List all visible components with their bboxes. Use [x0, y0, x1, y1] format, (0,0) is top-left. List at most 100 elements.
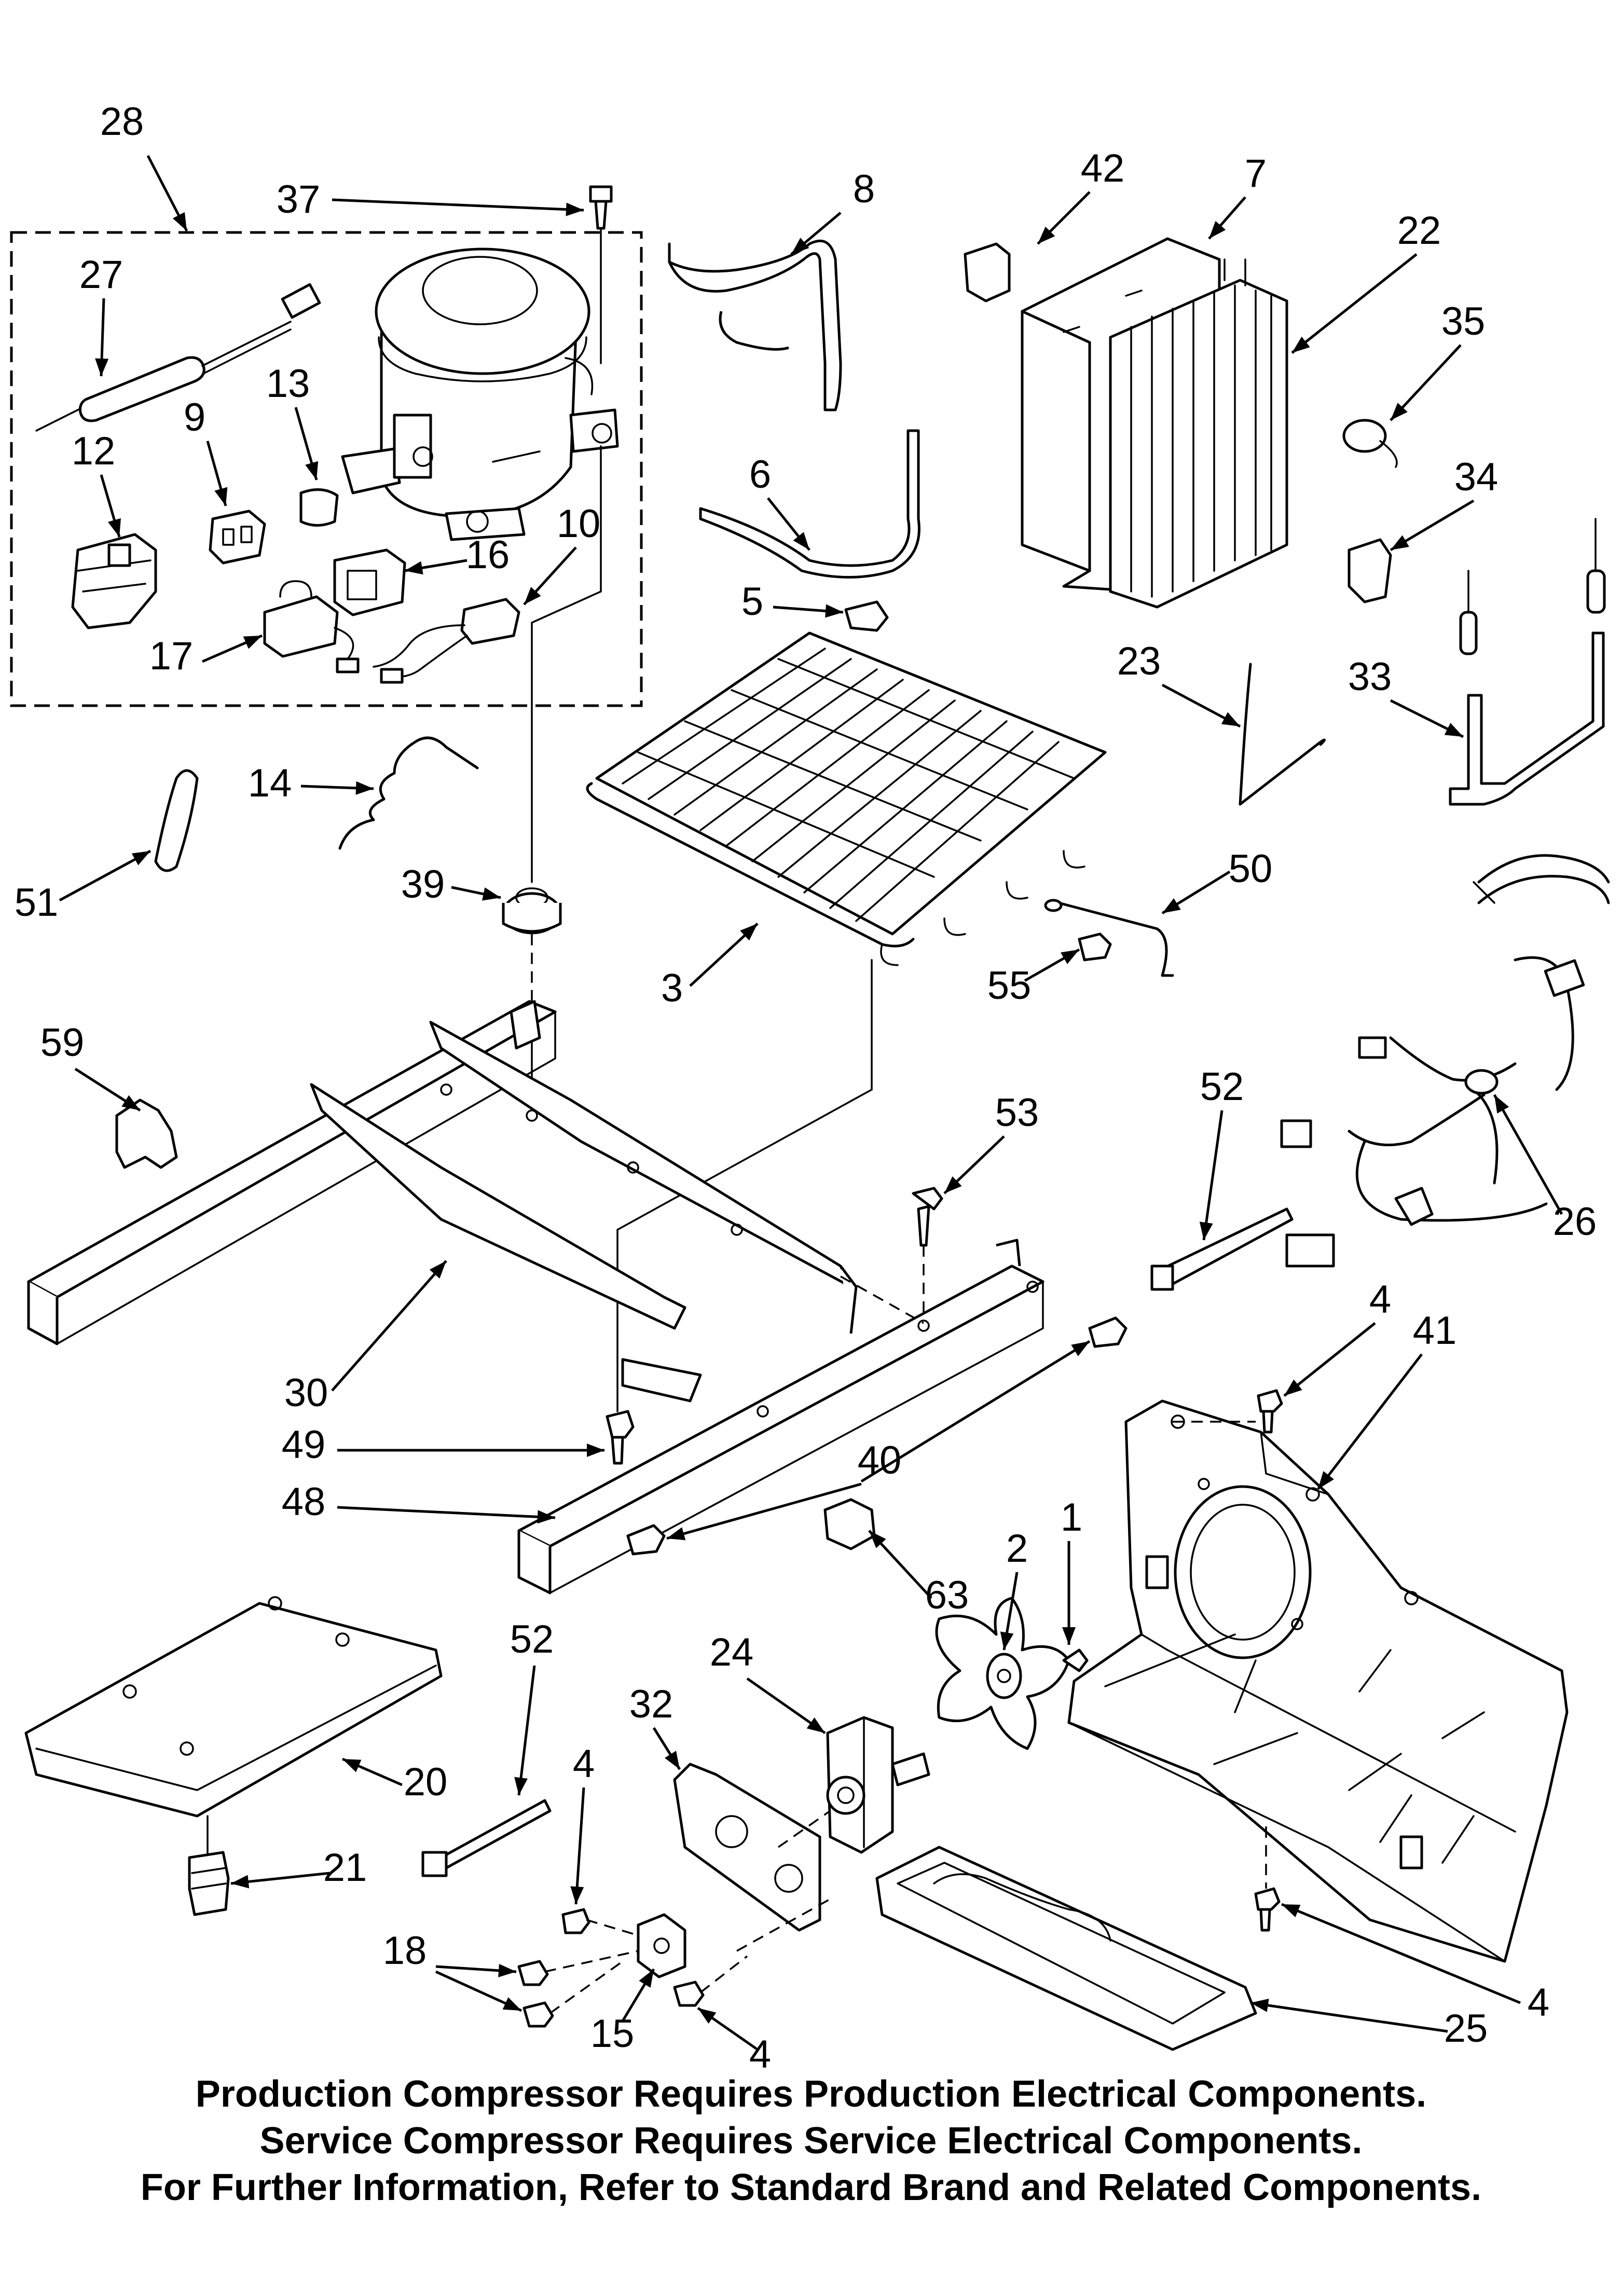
- arrowhead-4b: [570, 1886, 584, 1904]
- arrowhead-55: [1061, 950, 1079, 965]
- bracket-42: [964, 242, 1011, 303]
- arrowhead-21: [231, 1875, 250, 1889]
- fan-housing-41: [1067, 1399, 1569, 1963]
- arrowhead-25: [1250, 1999, 1269, 2012]
- leader-lines: [59, 155, 1563, 2051]
- terminal-cover: [299, 488, 339, 527]
- screw-40-lower: [626, 1524, 666, 1556]
- thermal-fuse-35: [1342, 419, 1398, 468]
- callout-48: 48: [282, 1480, 326, 1524]
- callout-42: 42: [1081, 146, 1125, 190]
- callout-14: 14: [248, 761, 292, 805]
- callout-10: 10: [557, 502, 601, 546]
- tube-8: [668, 239, 842, 411]
- callout-35: 35: [1441, 299, 1486, 343]
- clip-59: [115, 1098, 178, 1169]
- callout-55: 55: [987, 964, 1032, 1008]
- arrowhead-49: [587, 1443, 604, 1457]
- arrowhead-63: [869, 1531, 886, 1548]
- callout-28: 28: [100, 100, 144, 144]
- arrowhead-40a: [1071, 1341, 1090, 1356]
- arrowhead-52r: [1199, 1221, 1213, 1240]
- footnote-line-3: For Further Information, Refer to Standa…: [141, 2167, 1481, 2208]
- callout-39: 39: [401, 862, 445, 906]
- callout-53: 53: [995, 1091, 1039, 1135]
- callout-50: 50: [1229, 847, 1273, 891]
- arrowhead-59: [121, 1095, 140, 1110]
- arrowhead-17: [243, 636, 262, 649]
- arrowhead-42: [1038, 226, 1055, 244]
- arrowhead-37: [566, 202, 584, 216]
- cord-14: [338, 736, 479, 850]
- arrowhead-14: [355, 781, 374, 795]
- rail-48: [517, 1239, 1044, 1594]
- arrowhead-26: [1494, 1095, 1509, 1113]
- fan-motor-24: [826, 1716, 930, 1854]
- callout-32: 32: [629, 1682, 673, 1726]
- arrowhead-50: [1162, 898, 1181, 913]
- nut-63: [823, 1498, 876, 1550]
- callout-27: 27: [79, 253, 123, 297]
- tube-51: [154, 769, 199, 872]
- callout-51: 51: [15, 881, 59, 925]
- power-harness-26: [1280, 854, 1610, 1268]
- leader-4u: [1283, 1322, 1376, 1397]
- callout-8: 8: [853, 167, 875, 211]
- arrowhead-4d: [1282, 1904, 1301, 1917]
- callout-12: 12: [72, 429, 116, 473]
- arrowhead-18b: [502, 1997, 521, 2011]
- callout-15: 15: [590, 2012, 635, 2056]
- start-relay: [333, 548, 406, 616]
- screw-4-switch: [673, 1981, 705, 2007]
- arrowhead-51: [131, 851, 150, 865]
- screw-4-bracket: [561, 1908, 590, 1934]
- footnotes: Production Compressor Requires Productio…: [141, 2073, 1481, 2208]
- tube-6: [699, 429, 920, 579]
- arrowhead-8: [791, 238, 809, 254]
- arrowhead-18a: [498, 1963, 516, 1977]
- run-capacitor: [263, 580, 360, 673]
- callout-6: 6: [749, 452, 771, 497]
- callout-9: 9: [184, 395, 205, 439]
- leader-40b: [666, 1482, 862, 1540]
- screw-4-upper: [1257, 1389, 1283, 1434]
- callout-52-right: 52: [1200, 1065, 1244, 1109]
- compressor-kit-group-box: [10, 231, 643, 707]
- leader-52r: [1202, 1110, 1224, 1241]
- leader-52l: [517, 1665, 536, 1796]
- screw-37: [589, 185, 613, 230]
- motor-bracket-32: [673, 1763, 821, 1932]
- arrowhead-2: [1000, 1631, 1014, 1650]
- callout-23: 23: [1117, 639, 1161, 683]
- drier: [35, 283, 321, 432]
- arrowhead-1: [1062, 1627, 1076, 1645]
- arrowhead-34: [1391, 535, 1409, 550]
- tube-33: [1449, 518, 1606, 806]
- switch-15: [637, 1913, 686, 1978]
- callout-18: 18: [383, 1929, 427, 1973]
- arrowhead-53: [944, 1176, 962, 1193]
- leader-37: [332, 198, 584, 212]
- base-frame-30: [27, 1000, 858, 1403]
- screw-18-lower: [523, 2001, 554, 2028]
- screw-40-upper: [1088, 1316, 1128, 1348]
- arrowhead-13: [305, 461, 319, 480]
- compressor: [341, 248, 619, 541]
- clip-34: [1348, 538, 1392, 603]
- screw-53: [912, 1187, 943, 1247]
- arrowhead-48: [537, 1510, 555, 1524]
- arrowhead-4c: [698, 2008, 717, 2024]
- callout-49: 49: [282, 1423, 326, 1467]
- arrowhead-32: [664, 1751, 680, 1769]
- callout-33: 33: [1348, 655, 1392, 699]
- wire-23: [1239, 663, 1326, 806]
- arrowhead-20: [342, 1759, 362, 1772]
- callout-4-switch: 4: [749, 2032, 771, 2077]
- arrowhead-40b: [667, 1527, 686, 1541]
- leader-22: [1291, 253, 1418, 354]
- arrowhead-9: [214, 487, 228, 506]
- cable-tie-52-left: [421, 1799, 552, 1877]
- arrowhead-3: [740, 924, 758, 941]
- arrowhead-24: [806, 1717, 825, 1733]
